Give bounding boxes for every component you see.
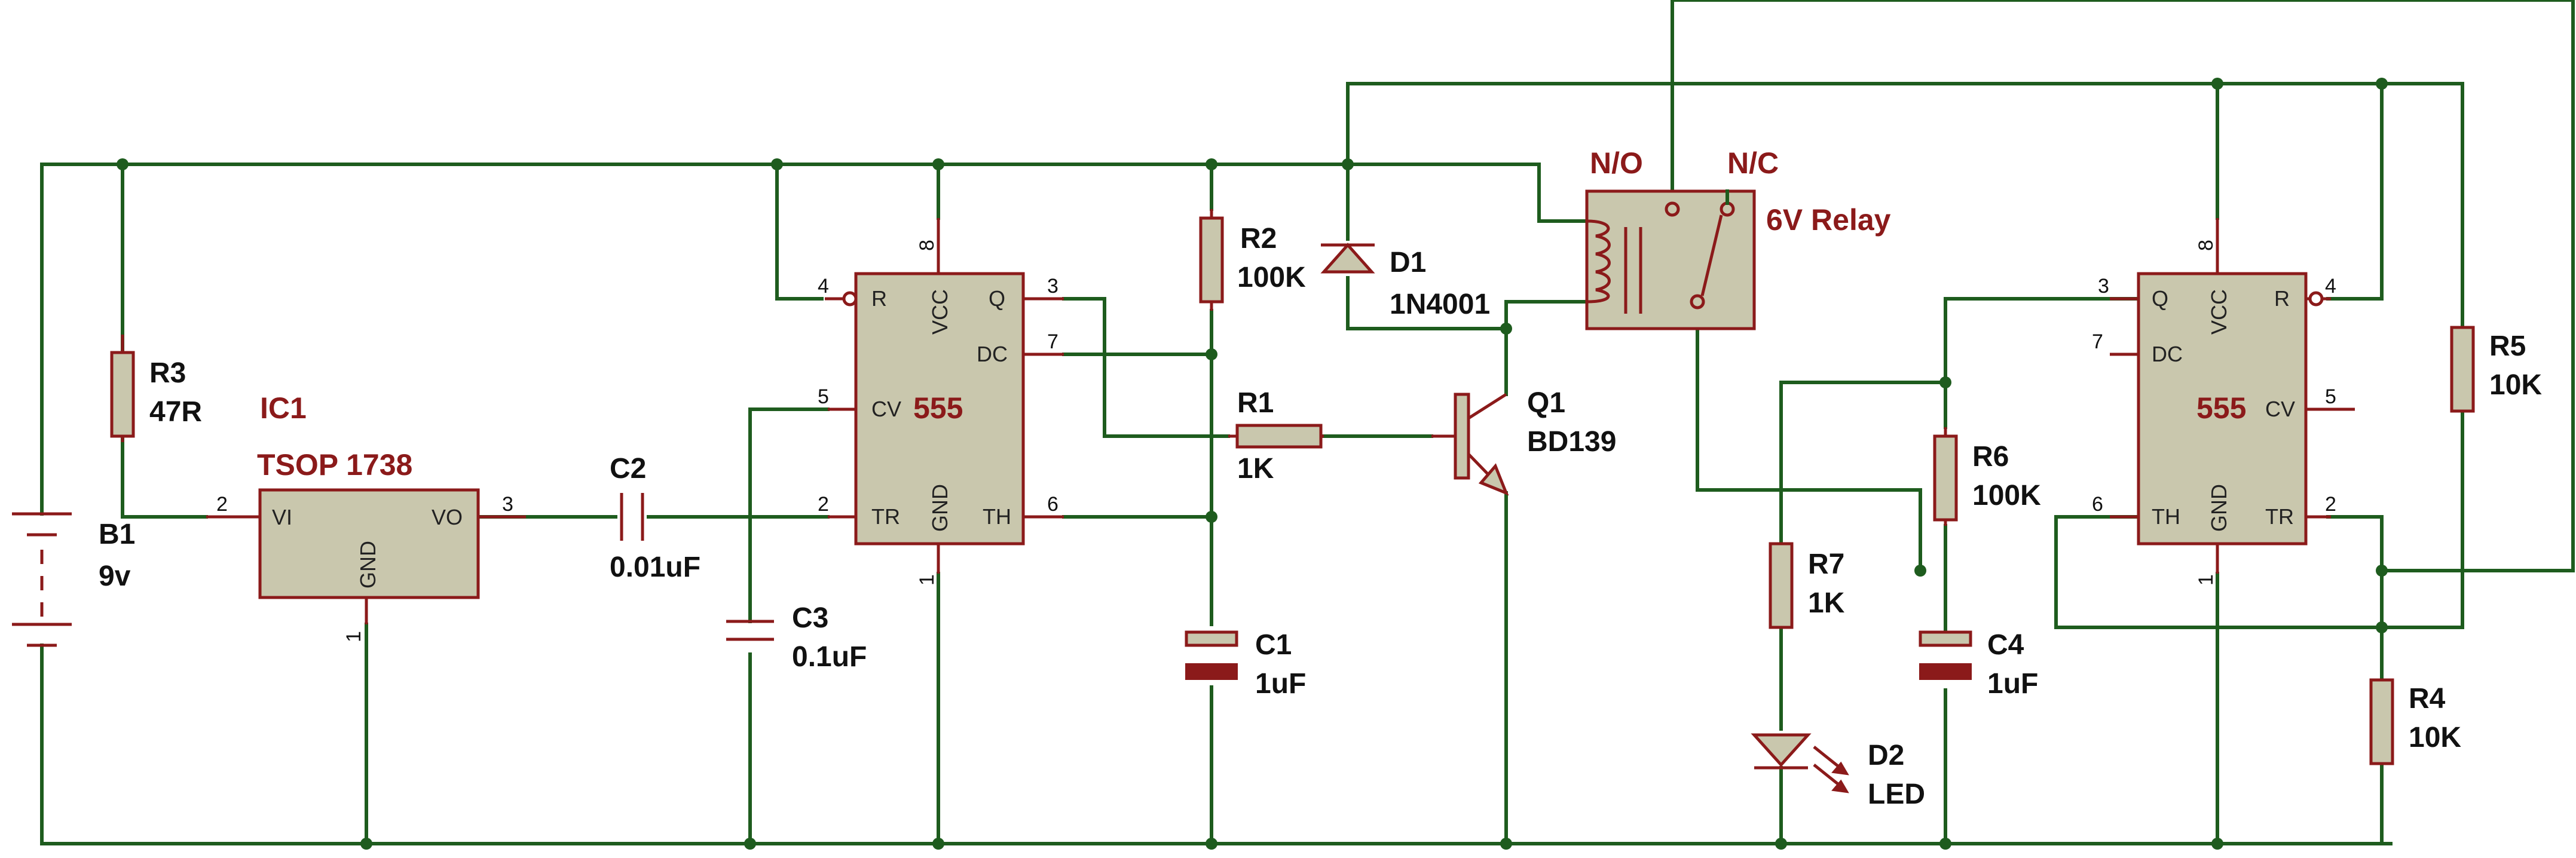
timer-555-right: 555 Q VCC R DC CV TH GND TR 3 8 4 7 5 6 … [2092,218,2355,586]
r4-value: 10K [2409,722,2461,753]
relay-part: 6V Relay [1766,203,1891,237]
timer-left-pinno-cv: 5 [818,385,829,408]
ic1-pin-vi: VI [272,505,292,529]
timer-right-pinno-th: 6 [2092,493,2103,516]
r4-ref: R4 [2409,683,2446,715]
resistor-r1: R1 1K [1228,387,1324,485]
timer-left-pin-th: TH [983,504,1011,529]
resistor-r7: R7 1K [1769,542,1845,629]
capacitor-c1: C1 1uF [1185,629,1306,700]
timer-left-pin-gnd: GND [928,484,952,532]
timer-right-pin-gnd: GND [2207,484,2231,532]
capacitor-c4: C4 1uF [1919,629,2038,700]
d2-ref: D2 [1868,740,1904,771]
ic1-pinno-gnd: 1 [342,631,365,642]
timer-left-pinno-q: 3 [1047,275,1058,298]
ic1-pinno-vi: 2 [216,493,228,516]
ic1-ref: IC1 [260,391,307,425]
timer-left-pinno-th: 6 [1047,493,1058,516]
b1-value: 9v [99,560,131,592]
c2-value: 0.01uF [610,551,700,583]
r3-value: 47R [149,396,202,428]
r5-ref: R5 [2489,330,2526,362]
ic1-part: TSOP 1738 [257,448,412,482]
c2-ref: C2 [610,453,646,485]
c3-ref: C3 [792,602,828,634]
r1-ref: R1 [1237,387,1274,419]
d1-ref: D1 [1390,247,1426,278]
timer-right-pin-tr: TR [2265,504,2294,529]
c4-ref: C4 [1987,629,2024,661]
transistor-q1: Q1 BD139 [1431,387,1616,496]
ic1-tsop: TSOP 1738 IC1 VI VO GND 2 3 1 [206,391,526,642]
timer-right-pinno-q: 3 [2098,275,2109,298]
diode-d1: D1 1N4001 [1320,243,1490,320]
timer-right-pin-r: R [2274,286,2290,311]
d2-value: LED [1868,779,1925,810]
timer-left-pinno-gnd: 1 [916,574,938,586]
timer-left-pin-q: Q [989,286,1005,311]
c1-ref: C1 [1255,629,1292,661]
timer-left-pin-tr: TR [871,504,900,529]
ic1-pin-gnd: GND [356,541,380,589]
q1-value: BD139 [1527,426,1616,458]
relay: N/O N/C 6V Relay [1585,146,1891,330]
timer-left-pinno-tr: 2 [818,493,829,516]
timer-right-pin-q: Q [2152,286,2168,311]
resistor-r2: R2 100K [1199,209,1306,311]
timer-left-pin-r: R [871,286,887,311]
timer-right-pin-th: TH [2152,504,2180,529]
timer-left-pin-vcc: VCC [928,289,952,335]
b1-ref: B1 [99,519,135,550]
q1-ref: Q1 [1527,387,1565,419]
led-d2: D2 LED [1751,733,1925,810]
timer-right-pin-vcc: VCC [2207,289,2231,335]
junction-dots [117,78,2388,850]
timer-left-pinno-r: 4 [818,275,829,298]
r5-value: 10K [2489,369,2542,401]
r2-value: 100K [1237,262,1306,293]
capacitor-c2: C2 0.01uF [610,453,700,583]
r6-ref: R6 [1972,441,2009,473]
d1-value: 1N4001 [1390,289,1490,320]
wires [40,0,2575,845]
relay-no: N/O [1590,146,1643,180]
c3-value: 0.1uF [792,641,867,673]
resistor-r4: R4 10K [2369,678,2461,765]
timer-right-pinno-r: 4 [2325,275,2336,298]
r3-ref: R3 [149,357,186,389]
timer-right-part: 555 [2196,391,2246,425]
timer-left-pinno-dc: 7 [1047,330,1058,353]
timer-right-pin-cv: CV [2265,397,2295,421]
relay-nc: N/C [1727,146,1779,180]
timer-right-pinno-vcc: 8 [2195,240,2217,251]
r1-value: 1K [1237,453,1274,485]
c4-value: 1uF [1987,668,2038,700]
r2-ref: R2 [1240,223,1277,255]
timer-right-pinno-cv: 5 [2325,385,2336,408]
c1-value: 1uF [1255,668,1306,700]
resistor-r6: R6 100K [1933,427,2041,526]
r6-value: 100K [1972,480,2041,511]
ic1-pin-vo: VO [432,505,463,529]
ic1-pinno-vo: 3 [502,493,513,516]
timer-right-pinno-tr: 2 [2325,493,2336,516]
timer-left-part: 555 [913,391,963,425]
resistor-r5: R5 10K [2450,326,2542,413]
timer-left-pin-dc: DC [977,342,1008,366]
r7-ref: R7 [1808,548,1844,580]
r7-value: 1K [1808,587,1845,619]
timer-left-pin-cv: CV [871,397,901,421]
timer-right-pin-dc: DC [2152,342,2183,366]
timer-left-pinno-vcc: 8 [916,240,938,251]
timer-right-pinno-dc: 7 [2092,330,2103,353]
battery-b1: B1 9v [12,512,135,647]
capacitor-c3: C3 0.1uF [726,602,867,673]
timer-right-pinno-gnd: 1 [2195,574,2217,586]
timer-555-left: 555 R VCC Q DC CV TR GND TH 4 8 3 7 5 2 … [818,218,1064,586]
resistor-r3: R3 47R [110,335,202,442]
